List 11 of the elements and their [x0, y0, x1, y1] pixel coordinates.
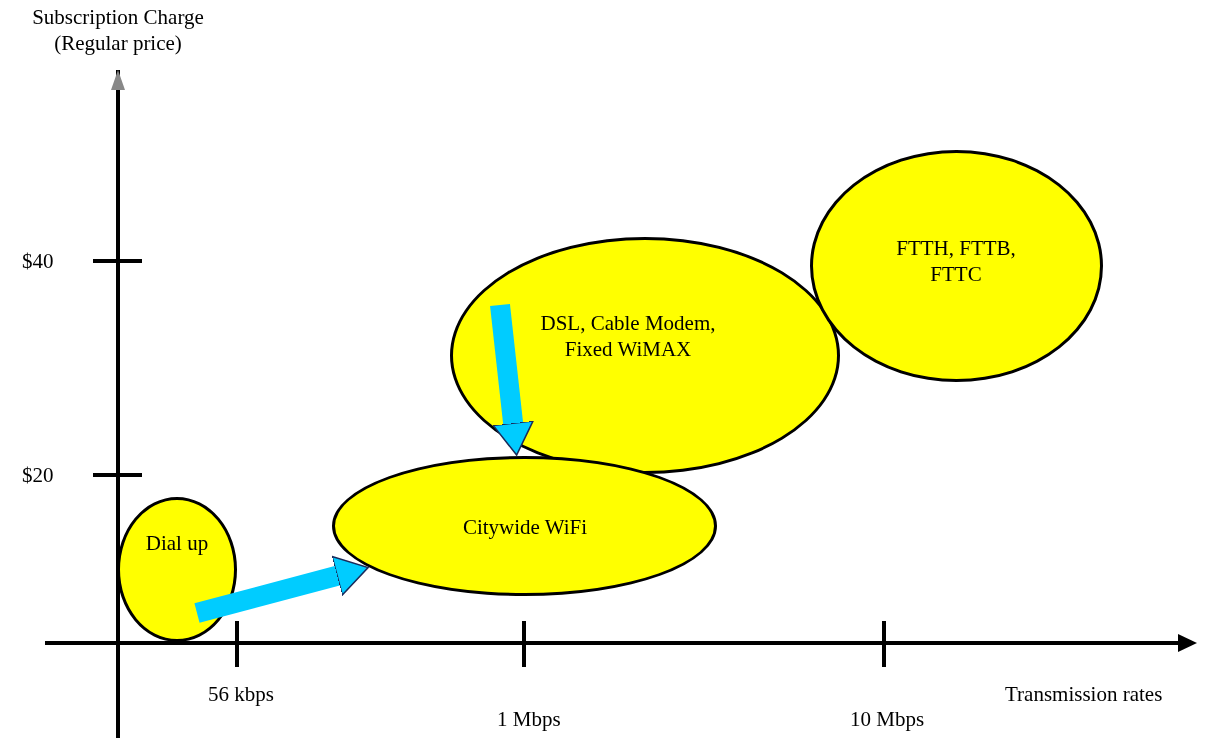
tick-label: $40 — [22, 248, 54, 274]
node-label: FTTH, FTTB, FTTC — [895, 235, 1017, 287]
tick-label: $20 — [22, 462, 54, 488]
axis-title: Transmission rates — [1005, 681, 1163, 707]
node-label: Citywide WiFi — [461, 514, 589, 540]
node-label: Dial up — [144, 530, 210, 556]
block-arrow — [490, 303, 534, 456]
tick-label: 1 Mbps — [497, 706, 561, 732]
node-label: DSL, Cable Modem, Fixed WiMAX — [539, 310, 717, 362]
tick-label: 56 kbps — [208, 681, 274, 707]
tick-label: 10 Mbps — [850, 706, 925, 732]
